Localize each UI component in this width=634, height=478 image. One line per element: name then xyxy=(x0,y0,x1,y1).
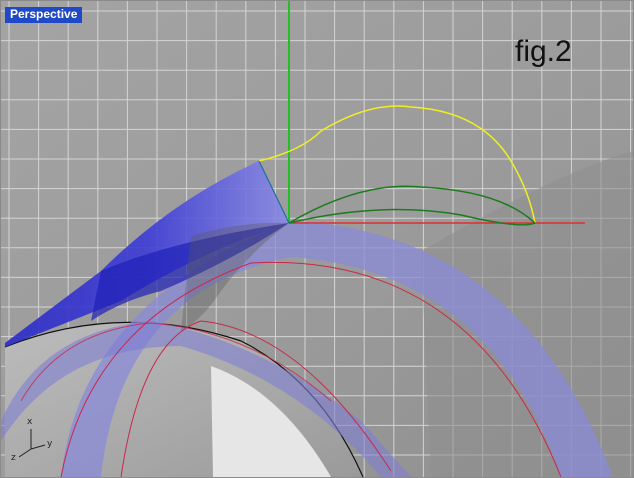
axis-triad-x-label: x xyxy=(27,417,33,427)
viewport-title-tab[interactable]: Perspective xyxy=(5,7,83,23)
blade-surface-shadow xyxy=(91,223,289,321)
axis-triad-y-label: y xyxy=(47,439,53,449)
background-surface xyxy=(421,151,633,477)
profile-curve-yellow[interactable] xyxy=(258,105,536,224)
blade-edge-line xyxy=(258,160,290,224)
section-curve-lower[interactable] xyxy=(288,208,536,226)
blade-surface xyxy=(5,161,289,347)
circle-curve-mid xyxy=(20,322,332,402)
figure-annotation: fig.2 xyxy=(515,35,572,68)
section-curve-upper[interactable] xyxy=(288,185,536,224)
ring-surface-outer xyxy=(61,221,613,477)
circle-curve-outer xyxy=(60,261,562,477)
axis-triad: x y z xyxy=(9,415,69,471)
hub-highlight xyxy=(211,366,331,477)
circle-curve-inner xyxy=(120,320,392,477)
blade-surface-back xyxy=(181,222,289,331)
axis-triad-z-label: z xyxy=(11,453,16,463)
axis-triad-icon xyxy=(18,429,46,458)
